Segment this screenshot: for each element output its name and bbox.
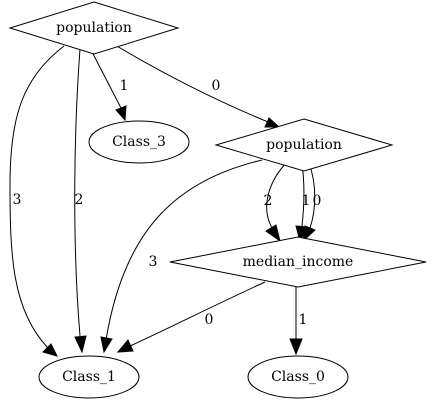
edge-label: 3 <box>149 254 158 270</box>
node-label: Class_0 <box>271 369 325 385</box>
edge-label: 2 <box>264 193 273 209</box>
edge-line <box>266 162 287 229</box>
edge-line <box>109 41 269 123</box>
edge-line <box>74 48 81 337</box>
edge-label: 1 <box>120 78 129 94</box>
edge-root-to-class-3: 1 <box>89 47 129 122</box>
edge-label: 1 <box>302 193 311 209</box>
edge-label: 1 <box>299 312 308 328</box>
arrowhead-icon <box>42 343 58 357</box>
node-label: Class_3 <box>112 134 166 150</box>
arrowhead-icon <box>265 224 281 243</box>
node-class-0: Class_0 <box>247 355 349 399</box>
edge-line <box>9 45 65 349</box>
diamond-shape <box>214 118 394 172</box>
node-label: Class_1 <box>62 369 116 385</box>
node-label: population <box>266 137 342 153</box>
diamond-shape <box>8 1 180 55</box>
edge-median-to-class-1: 0 <box>116 281 266 353</box>
edge-root-to-class-1-a: 3 <box>9 45 65 357</box>
node-population-child: population <box>214 118 394 172</box>
arrowhead-icon <box>289 338 303 356</box>
arrowhead-icon <box>74 335 87 354</box>
node-class-1: Class_1 <box>38 355 140 399</box>
diamond-shape <box>169 236 427 288</box>
edge-median-to-class-0: 1 <box>289 286 308 356</box>
node-median-income: median_income <box>169 236 427 288</box>
node-label: median_income <box>243 254 354 270</box>
arrowhead-icon <box>116 339 134 353</box>
ellipse-shape <box>88 120 190 164</box>
ellipse-shape <box>247 355 349 399</box>
edge-label: 0 <box>205 312 214 328</box>
edge-root-to-class-1-b: 2 <box>74 48 87 354</box>
edge-root-to-population: 0 <box>109 41 281 128</box>
edge-population-to-median-a: 2 <box>264 162 287 243</box>
edge-label: 0 <box>313 193 322 209</box>
node-class-3: Class_3 <box>88 120 190 164</box>
edge-label: 3 <box>13 192 22 208</box>
arrowhead-icon <box>100 336 113 354</box>
node-population-root: population <box>8 1 180 55</box>
arrowhead-icon <box>115 105 127 122</box>
edge-population-to-class-1: 3 <box>100 159 263 354</box>
arrowhead-icon <box>264 117 281 128</box>
edge-label: 2 <box>75 192 84 208</box>
node-label: population <box>56 20 132 36</box>
edge-line <box>129 281 266 347</box>
edge-line <box>89 47 122 109</box>
arrowhead-icon <box>302 225 316 243</box>
edge-label: 0 <box>212 78 221 94</box>
ellipse-shape <box>38 355 140 399</box>
edge-line <box>105 159 263 341</box>
